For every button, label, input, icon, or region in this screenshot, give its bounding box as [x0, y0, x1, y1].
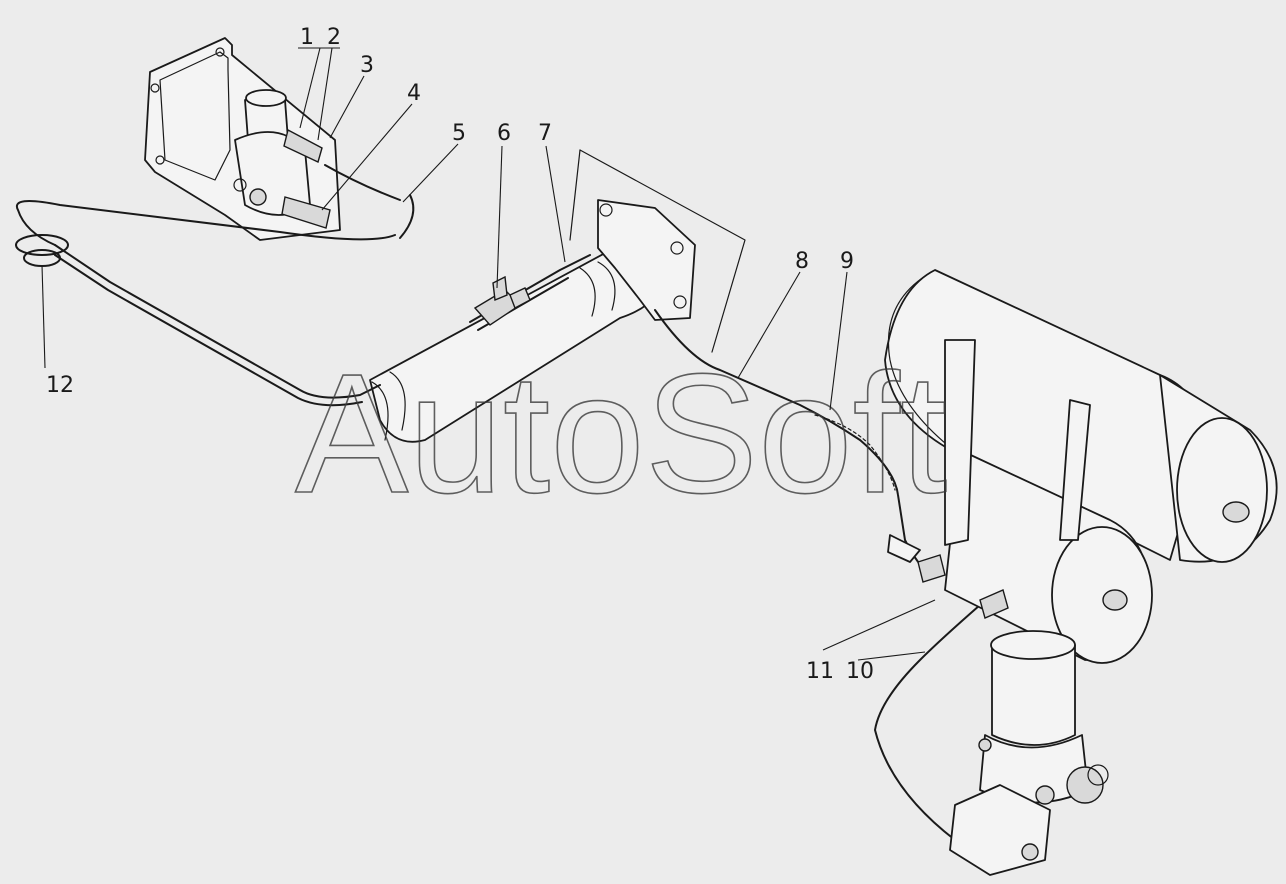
callout-9: 9 [840, 249, 854, 274]
callout-12: 12 [46, 373, 74, 398]
pipeline-receiver [369, 149, 746, 443]
callout-3: 3 [360, 53, 374, 78]
callout-8: 8 [795, 249, 809, 274]
watermark-text: AutoSoft [295, 339, 947, 529]
callout-labels: 1 2 3 4 5 6 7 8 9 10 11 12 [46, 25, 874, 684]
callout-10: 10 [846, 659, 874, 684]
tee-fitting [473, 275, 531, 326]
callout-1: 1 [300, 25, 314, 50]
callout-11: 11 [806, 659, 834, 684]
callout-7: 7 [538, 121, 552, 146]
callout-5: 5 [452, 121, 466, 146]
callout-6: 6 [497, 121, 511, 146]
air-dryer [949, 630, 1109, 876]
leader-lines [41, 47, 936, 661]
compressor [144, 37, 341, 241]
tank-fittings [917, 554, 1009, 619]
callout-2: 2 [327, 25, 341, 50]
callout-4: 4 [407, 81, 421, 106]
